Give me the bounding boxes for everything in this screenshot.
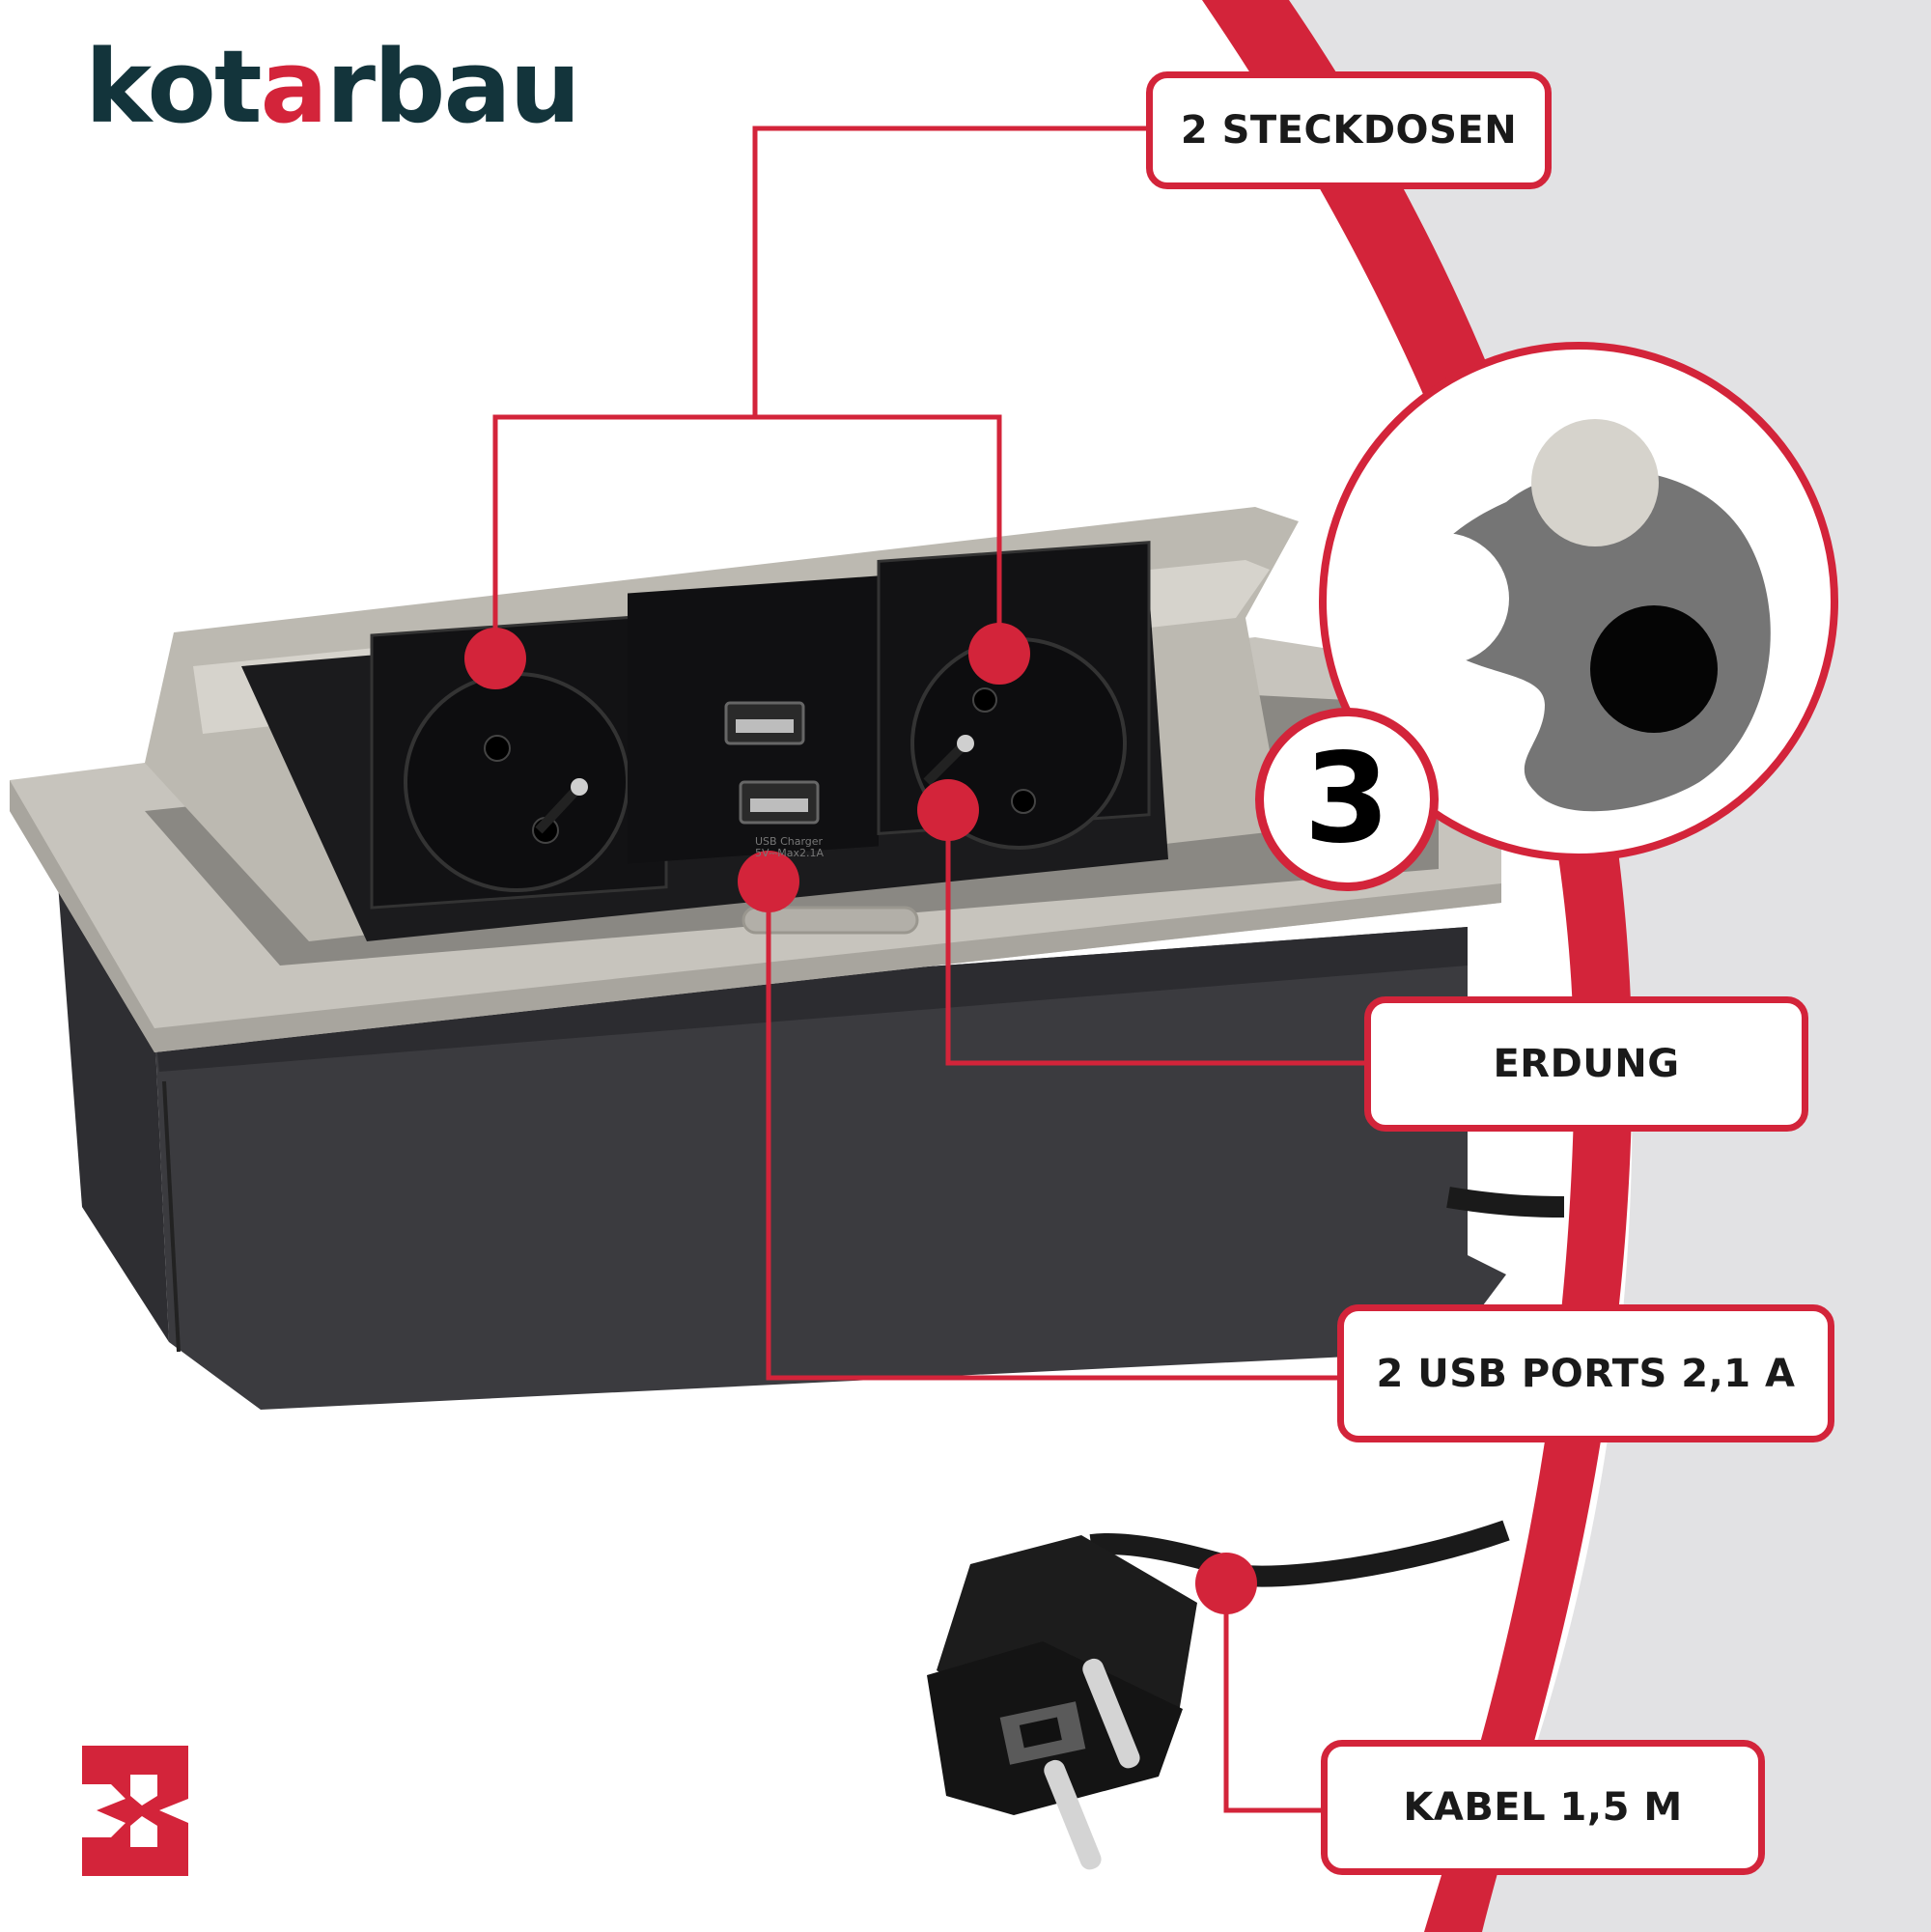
usb-print-line1: USB Charger bbox=[755, 835, 824, 848]
callout-cable-label: KABEL 1,5 M bbox=[1403, 1785, 1683, 1830]
usb-charger-print: USB Charger 5V⎓Max2.1A bbox=[755, 836, 824, 859]
number-badge: 3 bbox=[1255, 708, 1439, 891]
marker-dot-left-socket bbox=[464, 628, 526, 689]
marker-dot-usb bbox=[738, 851, 799, 912]
usb-print-line2: 5V⎓Max2.1A bbox=[755, 847, 825, 859]
box-front bbox=[154, 927, 1506, 1410]
callout-grounding-label: ERDUNG bbox=[1493, 1042, 1680, 1086]
badge-number: 3 bbox=[1303, 727, 1390, 871]
marker-dot-ground bbox=[917, 779, 979, 841]
three-hole-plug-icon bbox=[1319, 342, 1838, 861]
frame-edge bbox=[10, 780, 1501, 1052]
callout-cable: KABEL 1,5 M bbox=[1321, 1740, 1765, 1875]
marker-dot-cable bbox=[1195, 1553, 1257, 1614]
logo-text-accent: a bbox=[260, 28, 328, 146]
schuko-plug bbox=[927, 1520, 1510, 1870]
box-top-shadow bbox=[154, 927, 1468, 1072]
callout-grounding: ERDUNG bbox=[1364, 996, 1808, 1132]
power-cable bbox=[1446, 1187, 1565, 1218]
connector-lines bbox=[492, 126, 1373, 1813]
brand-logo: kotarbau bbox=[85, 37, 581, 137]
marker-dot-right-socket bbox=[968, 623, 1030, 685]
callout-usb: 2 USB PORTS 2,1 A bbox=[1337, 1304, 1834, 1442]
left-socket bbox=[404, 672, 630, 892]
logo-text-start: kot bbox=[85, 28, 263, 146]
callout-sockets: 2 STECKDOSEN bbox=[1146, 71, 1552, 189]
callout-usb-label: 2 USB PORTS 2,1 A bbox=[1376, 1351, 1796, 1396]
logo-text-end: rbau bbox=[325, 28, 581, 146]
box-left bbox=[58, 883, 169, 1342]
callout-sockets-label: 2 STECKDOSEN bbox=[1180, 108, 1518, 153]
brand-mark-icon bbox=[82, 1746, 188, 1876]
